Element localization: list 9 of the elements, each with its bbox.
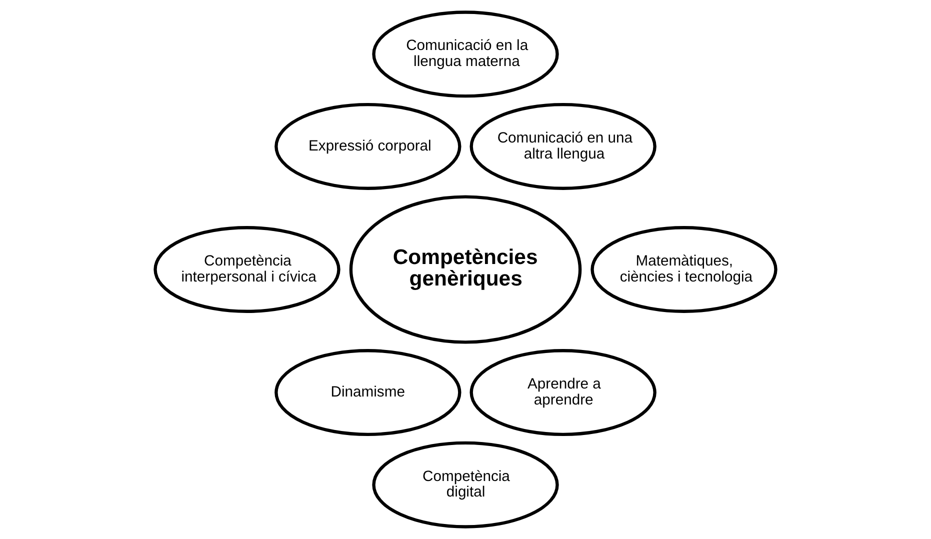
node-ellipse: Comunicació en una altra llengua: [470, 102, 656, 190]
node-ellipse: Expressió corporal: [274, 102, 462, 190]
node-ellipse: Competències genèriques: [349, 195, 582, 344]
node-ellipse: Dinamisme: [274, 349, 462, 436]
node-ellipse: Competència digital: [372, 441, 559, 528]
node-ellipse: Comunicació en la llengua materna: [372, 10, 559, 98]
node-ellipse: Matemàtiques, ciències i tecnologia: [590, 226, 778, 313]
node-ellipse: Aprendre a aprendre: [470, 349, 656, 436]
node-ellipse: Competència interpersonal i cívica: [154, 226, 340, 313]
